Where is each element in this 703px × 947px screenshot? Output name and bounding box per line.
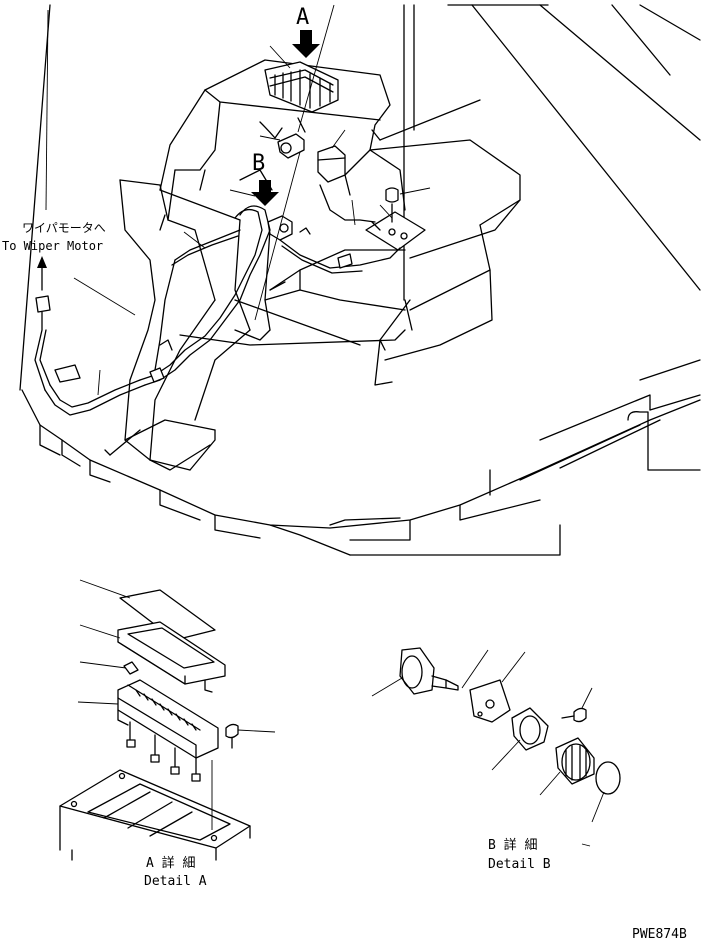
rotary-switch bbox=[399, 647, 459, 695]
label-view-a: A bbox=[296, 5, 309, 30]
detail-a-base-panel bbox=[59, 769, 251, 861]
label-detail-a-jp: A 詳 細 bbox=[146, 855, 195, 871]
detail-b-view bbox=[371, 647, 621, 847]
switch-on-column bbox=[267, 133, 305, 241]
knob-cap bbox=[595, 761, 621, 795]
label-wiper-jp: ワイパモータへ bbox=[22, 221, 106, 235]
switch-nut bbox=[511, 707, 549, 751]
detail-b-screw bbox=[561, 707, 587, 723]
label-view-b: B bbox=[252, 151, 265, 176]
view-a-arrow bbox=[292, 30, 320, 58]
fuse-box-top bbox=[259, 61, 339, 139]
label-detail-b-en: Detail B bbox=[488, 857, 551, 872]
detail-a-screw bbox=[225, 723, 239, 749]
switch-knob bbox=[555, 737, 595, 785]
switch-plate bbox=[469, 679, 511, 723]
fuse-block bbox=[117, 679, 219, 782]
right-console bbox=[369, 99, 521, 386]
relay-connector bbox=[317, 145, 346, 183]
label-detail-a-en: Detail A bbox=[144, 874, 207, 889]
bracket-plate bbox=[365, 187, 426, 251]
main-assembly-view bbox=[19, 4, 701, 556]
main-leader-lines bbox=[45, 4, 431, 396]
wiper-arrow bbox=[37, 256, 47, 268]
floor-plate bbox=[21, 359, 701, 556]
label-wiper-en: To Wiper Motor bbox=[2, 239, 103, 253]
cab-frame bbox=[19, 4, 701, 391]
column-body bbox=[104, 59, 406, 471]
detail-a-leaders bbox=[77, 579, 276, 830]
label-detail-b-jp: B 詳 細 bbox=[488, 837, 537, 853]
wire-harness bbox=[34, 184, 401, 416]
spare-fuse bbox=[123, 661, 139, 675]
drawing-number: PWE874B bbox=[632, 927, 687, 942]
view-b-arrow bbox=[251, 180, 279, 206]
detail-b-leaders bbox=[371, 649, 605, 847]
detail-a-view bbox=[59, 579, 276, 861]
fuse-cover bbox=[117, 621, 226, 693]
